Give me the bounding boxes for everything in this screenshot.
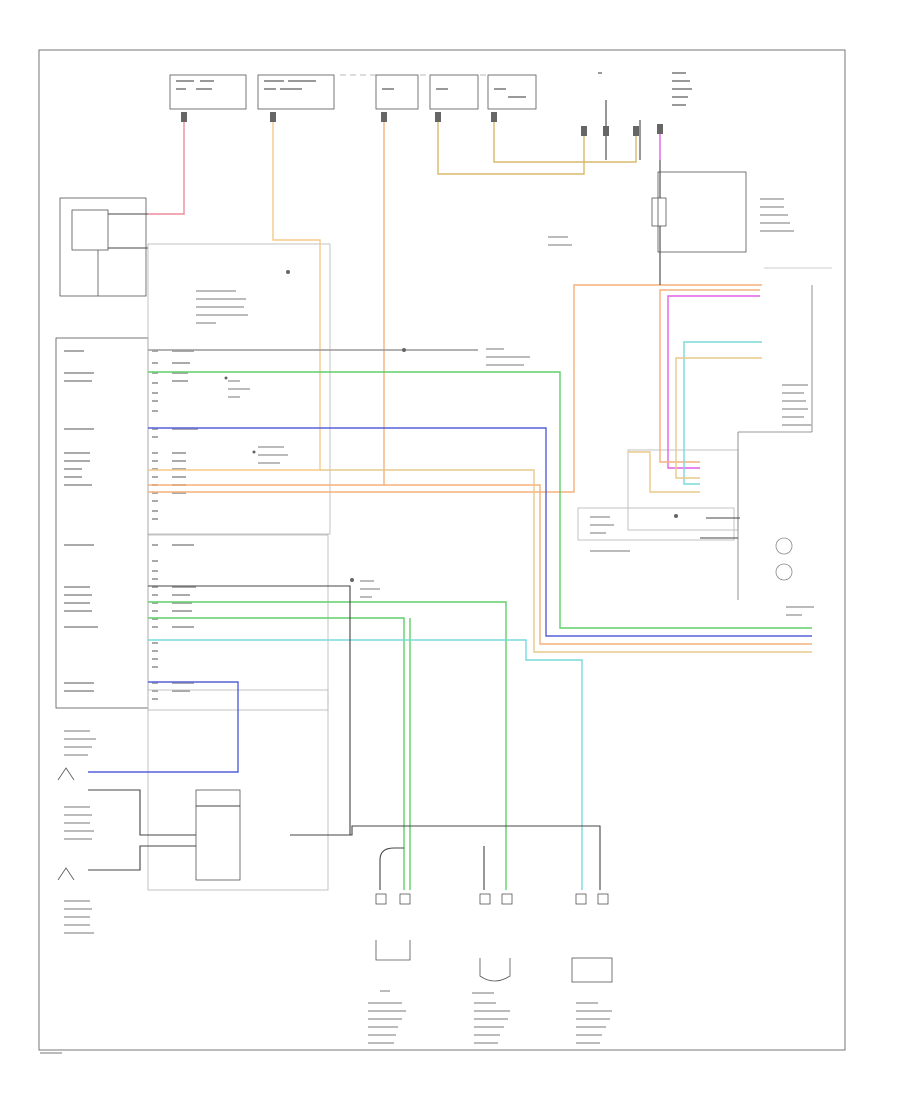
sensor-symbol-lower — [57, 867, 75, 881]
sensor-symbol-upper — [57, 767, 75, 781]
wire-green-sensor-2 — [148, 601, 507, 890]
wire-black-lower-1 — [148, 585, 351, 836]
wire-black-lower-3 — [88, 845, 196, 871]
wire-tan-fuse2 — [148, 112, 321, 471]
wire-magenta-down — [667, 295, 760, 469]
fuse-box-3 — [375, 74, 419, 110]
wire-tan-loop — [437, 112, 585, 175]
sensor-connector-3 — [571, 893, 613, 983]
wire-green-long — [148, 371, 812, 629]
diagram-frame — [38, 49, 846, 1051]
fuse-block-group — [169, 72, 692, 110]
connector-dots — [181, 112, 678, 582]
sensor-connector-1 — [375, 893, 411, 961]
wire-black-lower-2 — [88, 789, 196, 836]
temperature-sensor-box — [577, 507, 735, 541]
sensor-circle-2 — [775, 563, 793, 581]
control-module-body — [55, 337, 149, 709]
wire-orange-right-2 — [659, 289, 760, 463]
label-blocks — [40, 198, 814, 1054]
wire-orange-bottom — [384, 484, 812, 645]
blower-relay-inner — [71, 209, 109, 251]
right-module-top — [657, 171, 747, 253]
wire-orange-right — [148, 284, 762, 493]
wire-tan-branch — [493, 112, 637, 163]
fuse-box-4 — [429, 74, 479, 110]
right-module-top-inner — [651, 197, 667, 227]
wire-cyan-sensor-3 — [148, 639, 583, 890]
sensor-circle-1 — [775, 537, 793, 555]
blower-motor-switch — [59, 197, 147, 297]
fuse-box-1 — [169, 74, 247, 110]
control-module-connector-1 — [147, 243, 331, 535]
wire-blue-lower — [88, 681, 239, 773]
wire-green-sensor-1 — [148, 617, 405, 890]
sensor-connector-2 — [479, 893, 513, 982]
wire-tan-right-2 — [628, 451, 700, 493]
wire-tan-bottom — [320, 469, 812, 653]
module-pin-marks — [64, 350, 198, 700]
relay-box-lower — [195, 789, 241, 881]
wire-tan-right — [675, 357, 762, 479]
wire-blue-long — [148, 427, 812, 637]
wire-black-sensor-a — [379, 847, 404, 890]
wire-cyan-right — [683, 341, 762, 485]
fuse-box-5 — [487, 74, 537, 110]
fuse-box-2 — [257, 74, 335, 110]
wire-pink-power — [148, 112, 185, 215]
wire-black-sensor-bus — [290, 825, 601, 890]
